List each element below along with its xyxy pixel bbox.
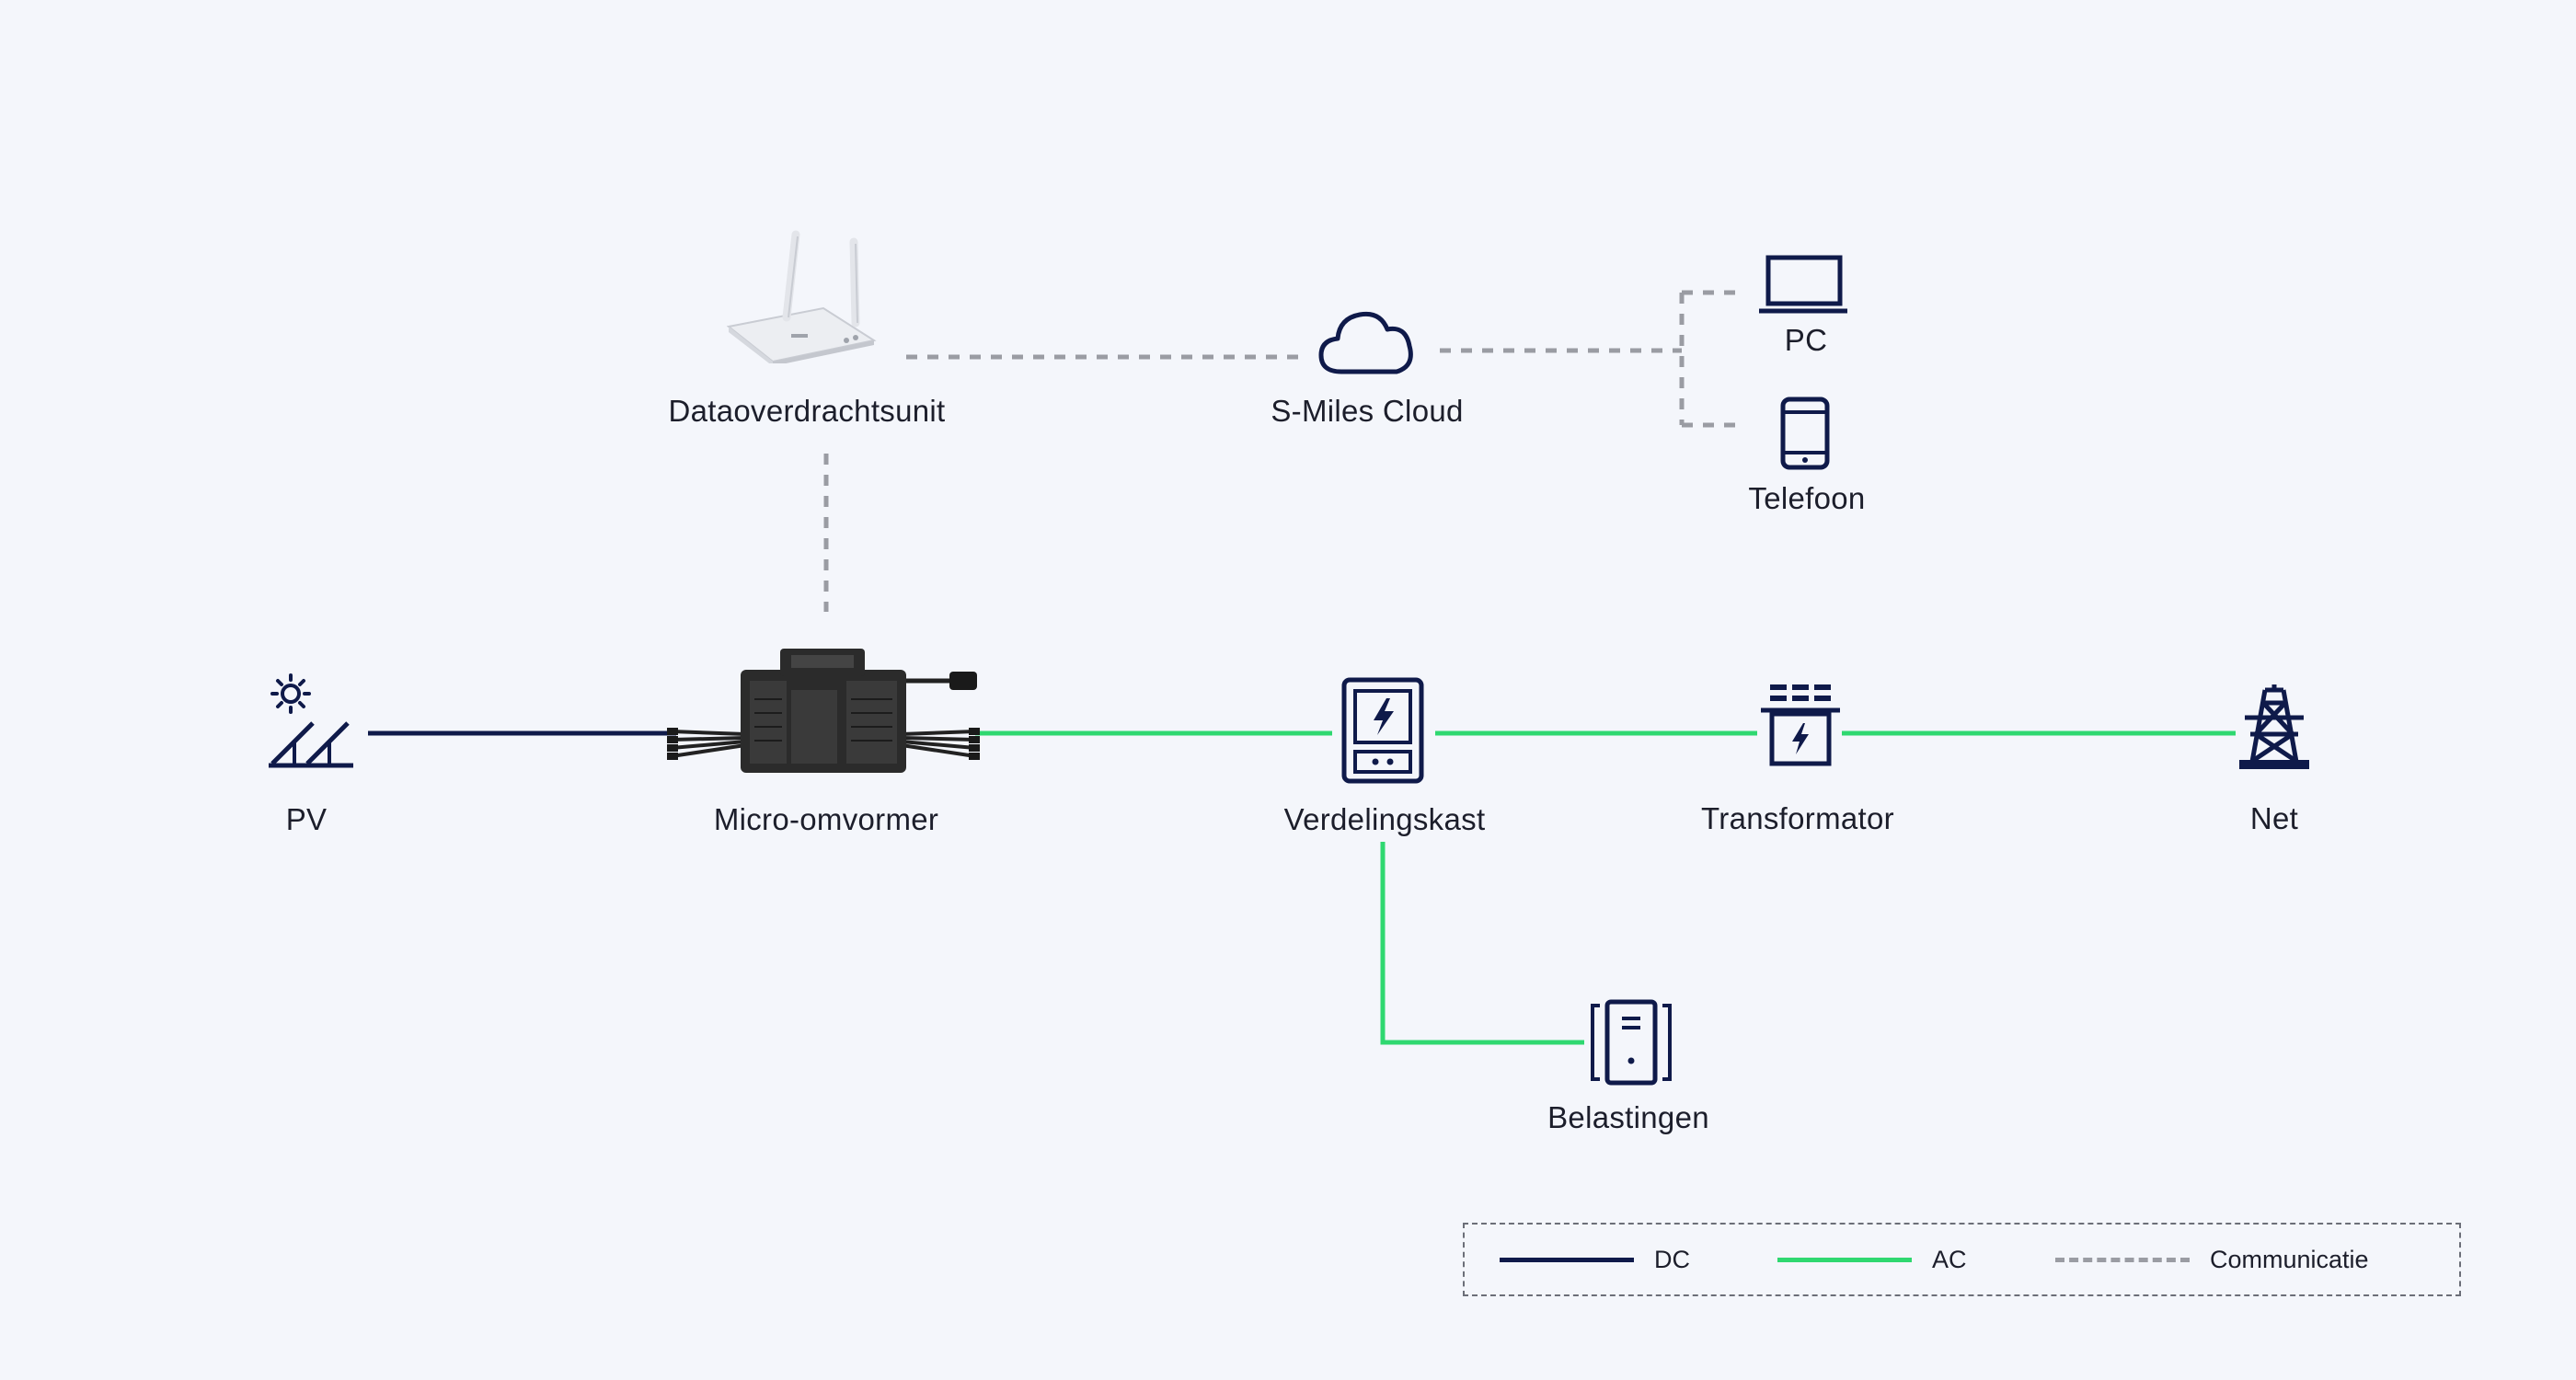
grid-label: Net: [2249, 801, 2299, 835]
legend-line-dc: [1500, 1257, 1634, 1262]
legend-line-ac: [1777, 1257, 1912, 1262]
micro-inverter-icon: [667, 649, 980, 773]
pv-label: PV: [285, 802, 328, 836]
transformer-label: Transformator: [1701, 801, 1894, 835]
router-label: Dataoverdrachtsunit: [668, 394, 946, 428]
pc-label: PC: [1784, 323, 1828, 357]
ac-line-distribution-loads: [1380, 842, 1584, 1045]
distribution-box-icon: [1341, 677, 1424, 784]
legend-item-communication: Communicatie: [2055, 1225, 2369, 1294]
laptop-icon: [1759, 255, 1847, 314]
cloud-label: S-Miles Cloud: [1271, 394, 1464, 428]
solar-panel-icon: [269, 673, 353, 768]
wifi-router-icon: [726, 230, 877, 363]
legend-label-ac: AC: [1932, 1245, 1967, 1273]
power-pylon-icon: [2239, 684, 2309, 769]
legend-label-dc: DC: [1654, 1245, 1690, 1273]
legend: DC AC Communicatie: [1463, 1223, 2461, 1296]
legend-item-dc: DC: [1500, 1225, 1690, 1294]
loads-icon: [1591, 999, 1672, 1086]
cloud-icon: [1318, 311, 1413, 374]
smartphone-icon: [1780, 397, 1830, 470]
legend-item-ac: AC: [1777, 1225, 1967, 1294]
legend-label-communication: Communicatie: [2210, 1245, 2369, 1273]
loads-label: Belastingen: [1547, 1100, 1709, 1134]
inverter-label: Micro-omvormer: [713, 802, 939, 836]
distribution-label: Verdelingskast: [1283, 802, 1486, 836]
phone-label: Telefoon: [1748, 481, 1866, 515]
legend-line-communication: [2055, 1257, 2190, 1262]
transformer-icon: [1761, 684, 1840, 766]
